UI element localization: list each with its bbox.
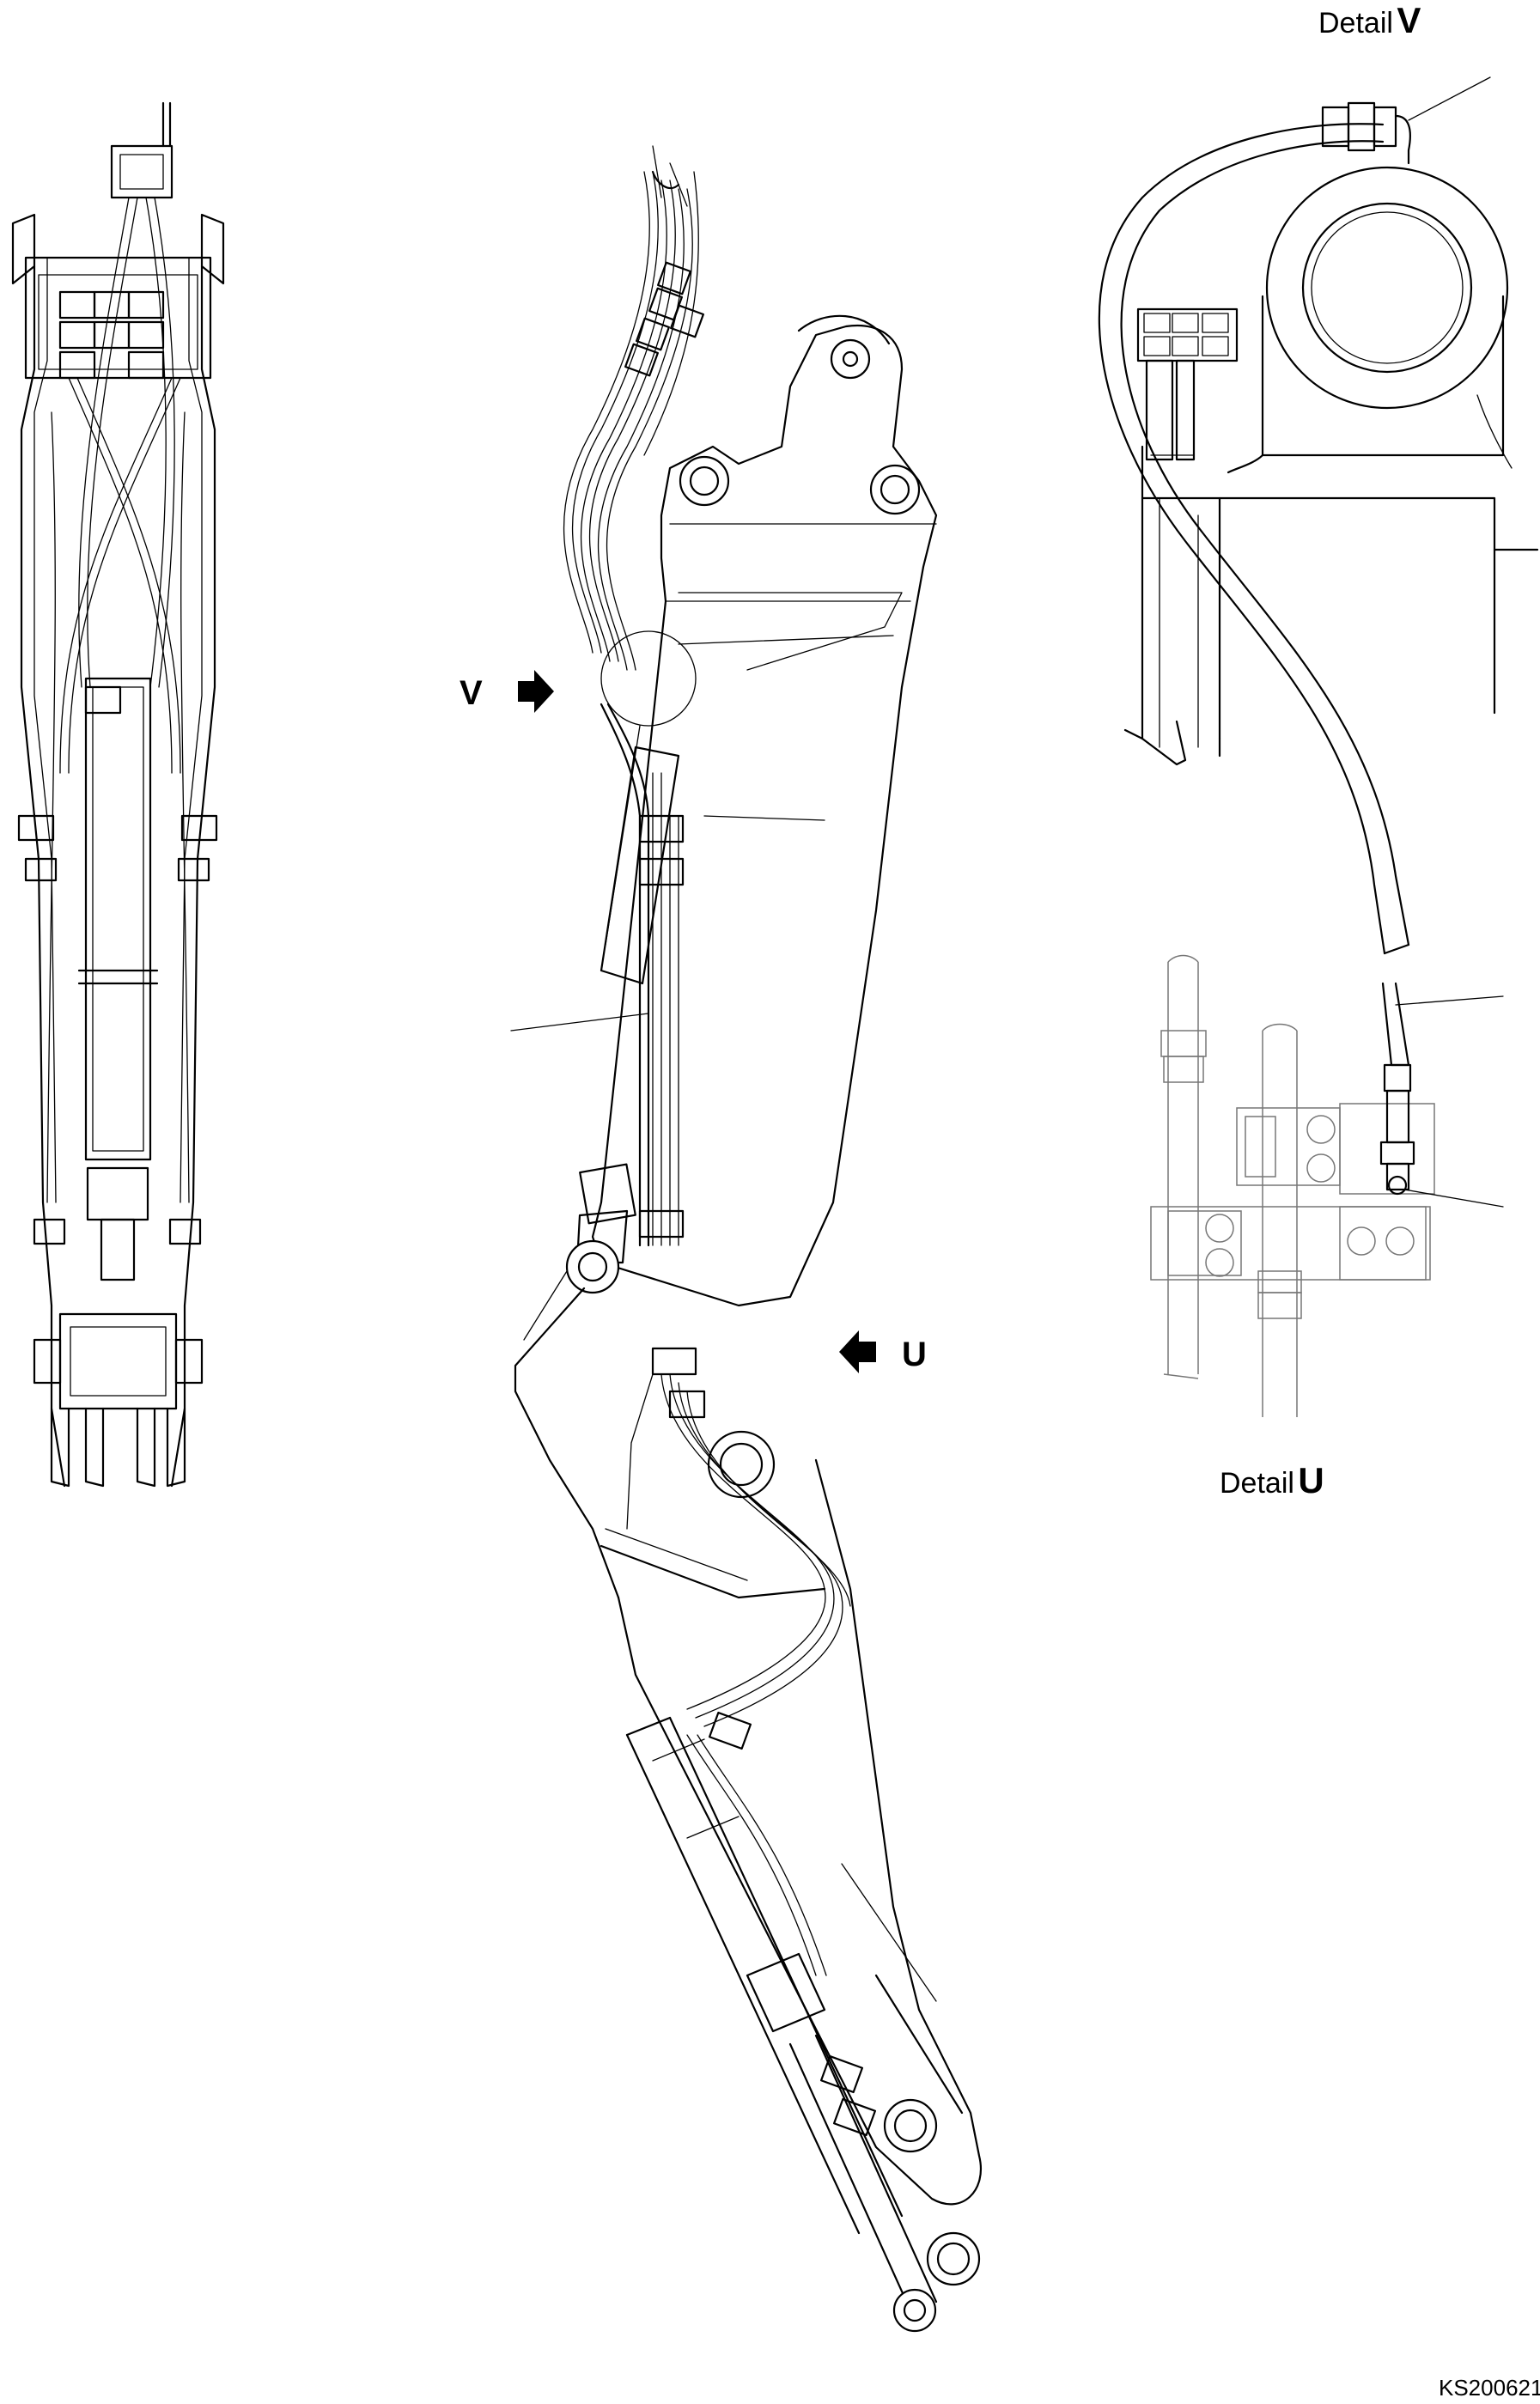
detail-u-letter: U — [1298, 1460, 1324, 1500]
view-u-arrow — [839, 1330, 876, 1373]
top-view-assembly — [11, 101, 225, 1488]
side-view-assembly — [510, 145, 982, 2333]
detail-u-word: Detail — [1220, 1467, 1294, 1500]
detail-u-view — [1150, 954, 1504, 1417]
view-v-arrow — [518, 670, 554, 713]
detail-v-title: Detail V — [1318, 0, 1421, 41]
detail-u-title: Detail U — [1220, 1460, 1324, 1501]
view-u-label: U — [902, 1336, 927, 1373]
view-v-label: V — [460, 674, 483, 712]
drawing-code: KS200621 — [1439, 2375, 1540, 2401]
detail-v-word: Detail — [1318, 7, 1393, 40]
detail-v-view — [1098, 76, 1539, 955]
detail-v-letter: V — [1397, 0, 1421, 40]
